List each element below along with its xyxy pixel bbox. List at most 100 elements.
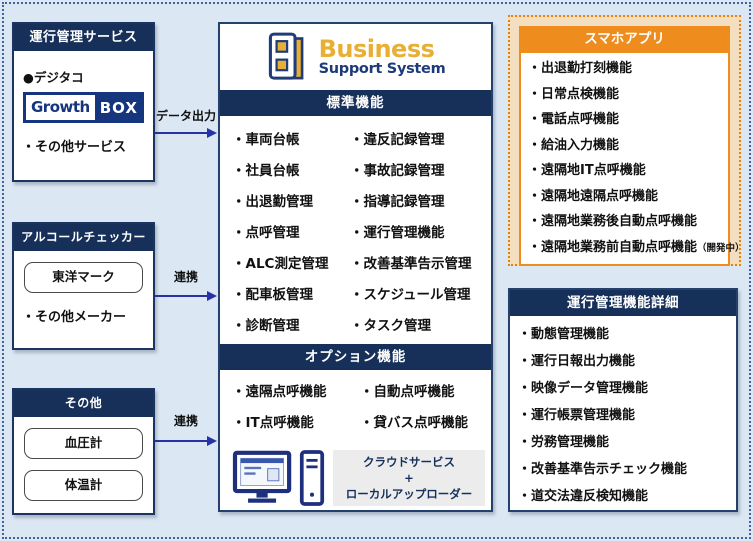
app-function-item: ・日常点検機能 — [528, 82, 721, 108]
detail-function-item-text: ・道交法違反検知機能 — [518, 489, 649, 504]
other-makers-label: ・その他メーカー — [22, 310, 127, 325]
standard-functions-header: 標準機能 — [220, 90, 491, 116]
bss-logo: Business Support System — [220, 24, 491, 90]
bss-b-block-icon — [268, 32, 303, 80]
standard-col-1: ・車両台帳・社員台帳・出退勤管理・点呼管理・ALC測定管理・配車板管理・診断管理 — [232, 125, 350, 342]
panel-smartphone-app: スマホアプリ ・出退勤打刻機能・日常点検機能・電話点呼機能・給油入力機能・遠隔地… — [508, 15, 745, 266]
option-function-item: ・IT点呼機能 — [232, 415, 314, 431]
device-chip: 体温計 — [24, 470, 143, 501]
detail-function-item: ・映像データ管理機能 — [518, 375, 728, 402]
infrastructure-row: クラウドサービス + ローカルアップローダー — [220, 441, 491, 506]
standard-functions-list: ・車両台帳・社員台帳・出退勤管理・点呼管理・ALC測定管理・配車板管理・診断管理… — [220, 116, 491, 344]
app-function-item-text: ・出退勤打刻機能 — [528, 61, 633, 76]
bss-logo-line2: Support System — [318, 60, 446, 77]
app-function-item-text: ・遠隔地業務前自動点呼機能 — [528, 239, 698, 255]
option-col-2: ・自動点呼機能・貸バス点呼機能 — [360, 377, 487, 439]
standard-function-item: ・配車板管理 — [232, 287, 313, 303]
panel-operation-management-detail: 運行管理機能詳細 ・動態管理機能・運行日報出力機能・映像データ管理機能・運行帳票… — [508, 288, 738, 512]
standard-function-item: ・出退勤管理 — [232, 194, 313, 210]
detail-list: ・動態管理機能・運行日報出力機能・映像データ管理機能・運行帳票管理機能・労務管理… — [510, 316, 736, 515]
bss-logo-text: Business Support System — [318, 34, 446, 77]
panel-others: その他 血圧計体温計 — [12, 388, 155, 515]
app-function-item: ・遠隔地IT点呼機能 — [528, 158, 721, 184]
standard-function-item: ・改善基準告示管理 — [350, 256, 472, 272]
standard-function-item: ・ALC測定管理 — [232, 256, 329, 272]
infra-line: ローカルアップローダー — [345, 487, 473, 501]
detail-function-item: ・運行帳票管理機能 — [518, 402, 728, 429]
panel-title: 運行管理サービス — [14, 24, 153, 51]
app-function-item-text: ・給油入力機能 — [528, 137, 620, 153]
bss-logo-line1: Business — [318, 34, 435, 63]
standard-function-item: ・事故記録管理 — [350, 163, 445, 179]
pc-tower-icon — [299, 450, 325, 506]
option-functions-header: オプション機能 — [220, 344, 491, 370]
growth-box-logo-growth: Growth — [26, 95, 95, 120]
detail-function-item-text: ・動態管理機能 — [518, 327, 610, 342]
option-col-1: ・遠隔点呼機能・IT点呼機能 — [232, 377, 360, 439]
smartphone-app-list: ・出退勤打刻機能・日常点検機能・電話点呼機能・給油入力機能・遠隔地IT点呼機能・… — [519, 53, 745, 266]
detail-function-item: ・道交法違反検知機能 — [518, 483, 728, 510]
option-function-item: ・貸バス点呼機能 — [360, 415, 468, 431]
detail-function-item: ・改善基準告示チェック機能 — [518, 456, 728, 483]
detail-header: 運行管理機能詳細 — [510, 290, 736, 316]
device-chip: 東洋マーク — [24, 262, 143, 293]
arrow-data-output — [155, 128, 217, 138]
arrow-label-data-output: データ出力 — [155, 109, 216, 123]
option-function-item: ・遠隔点呼機能 — [232, 384, 327, 400]
smartphone-app-header: スマホアプリ — [519, 26, 730, 53]
app-function-item-text: ・日常点検機能 — [528, 86, 620, 102]
standard-function-item: ・指導記録管理 — [350, 194, 445, 210]
chip-list: 血圧計体温計 — [14, 428, 153, 501]
option-functions-list: ・遠隔点呼機能・IT点呼機能 ・自動点呼機能・貸バス点呼機能 — [220, 370, 491, 441]
arrow-link-1 — [155, 291, 217, 301]
standard-function-item: ・スケジュール管理 — [350, 287, 471, 303]
app-function-item-text: ・遠隔地IT点呼機能 — [528, 163, 646, 178]
detail-function-item-text: ・改善基準告示チェック機能 — [518, 462, 688, 477]
monitor-icon — [232, 450, 292, 503]
arrow-label-link-1: 連携 — [173, 270, 198, 284]
panel-operation-management-service: 運行管理サービス ●デジタコ Growth BOX ・その他サービス — [12, 22, 155, 182]
standard-function-item: ・車両台帳 — [232, 132, 300, 148]
standard-function-item: ・違反記録管理 — [350, 132, 445, 148]
device-chip: 血圧計 — [24, 428, 143, 459]
standard-function-item: ・社員台帳 — [232, 163, 300, 179]
panel-title: その他 — [14, 390, 153, 417]
app-function-item: ・電話点呼機能 — [528, 107, 721, 133]
cloud-service-box: クラウドサービス + ローカルアップローダー — [333, 450, 485, 506]
growth-box-logo: Growth BOX — [23, 92, 144, 123]
detail-function-item: ・労務管理機能 — [518, 429, 728, 456]
dev-note: （開発中） — [697, 242, 745, 254]
other-services-label: ・その他サービス — [22, 140, 127, 155]
app-function-item: ・給油入力機能 — [528, 133, 721, 159]
panel-title: アルコールチェッカー — [14, 224, 153, 251]
detail-function-item-text: ・運行日報出力機能 — [518, 354, 636, 369]
app-function-item-text: ・電話点呼機能 — [528, 112, 620, 127]
app-function-item: ・遠隔地遠隔点呼機能 — [528, 184, 721, 210]
panel-business-support-system: Business Support System 標準機能 ・車両台帳・社員台帳・… — [218, 22, 493, 512]
pc-icons — [232, 450, 325, 506]
panel-alcohol-checker: アルコールチェッカー 東洋マーク ・その他メーカー — [12, 222, 155, 350]
detail-function-item: ・動態管理機能 — [518, 321, 728, 348]
standard-col-2: ・違反記録管理・事故記録管理・指導記録管理・運行管理機能・改善基準告示管理・スケ… — [350, 125, 487, 342]
standard-function-item: ・タスク管理 — [350, 318, 431, 334]
option-function-item: ・自動点呼機能 — [360, 384, 455, 400]
digitaco-label: ●デジタコ — [23, 70, 84, 85]
growth-box-logo-box: BOX — [99, 98, 138, 117]
detail-function-item-text: ・運行帳票管理機能 — [518, 408, 636, 423]
standard-function-item: ・診断管理 — [232, 318, 300, 334]
app-function-item: ・出退勤打刻機能 — [528, 56, 721, 82]
app-function-item: ・遠隔地業務後自動点呼機能 — [528, 209, 721, 235]
app-function-item-text: ・遠隔地業務後自動点呼機能 — [528, 214, 698, 229]
standard-function-item: ・運行管理機能 — [350, 225, 445, 241]
infra-line: クラウドサービス — [363, 455, 455, 469]
detail-function-item-text: ・労務管理機能 — [518, 435, 610, 450]
chip-list: 東洋マーク — [14, 262, 153, 293]
infra-line: + — [404, 471, 414, 485]
arrow-label-link-2: 連携 — [173, 414, 198, 428]
arrow-link-2 — [155, 436, 217, 446]
detail-function-item: ・運行日報出力機能 — [518, 348, 728, 375]
app-function-item-text: ・遠隔地遠隔点呼機能 — [528, 188, 659, 204]
standard-function-item: ・点呼管理 — [232, 225, 300, 241]
app-function-item: ・遠隔地業務前自動点呼機能（開発中） — [528, 235, 745, 262]
detail-function-item-text: ・映像データ管理機能 — [518, 381, 649, 396]
